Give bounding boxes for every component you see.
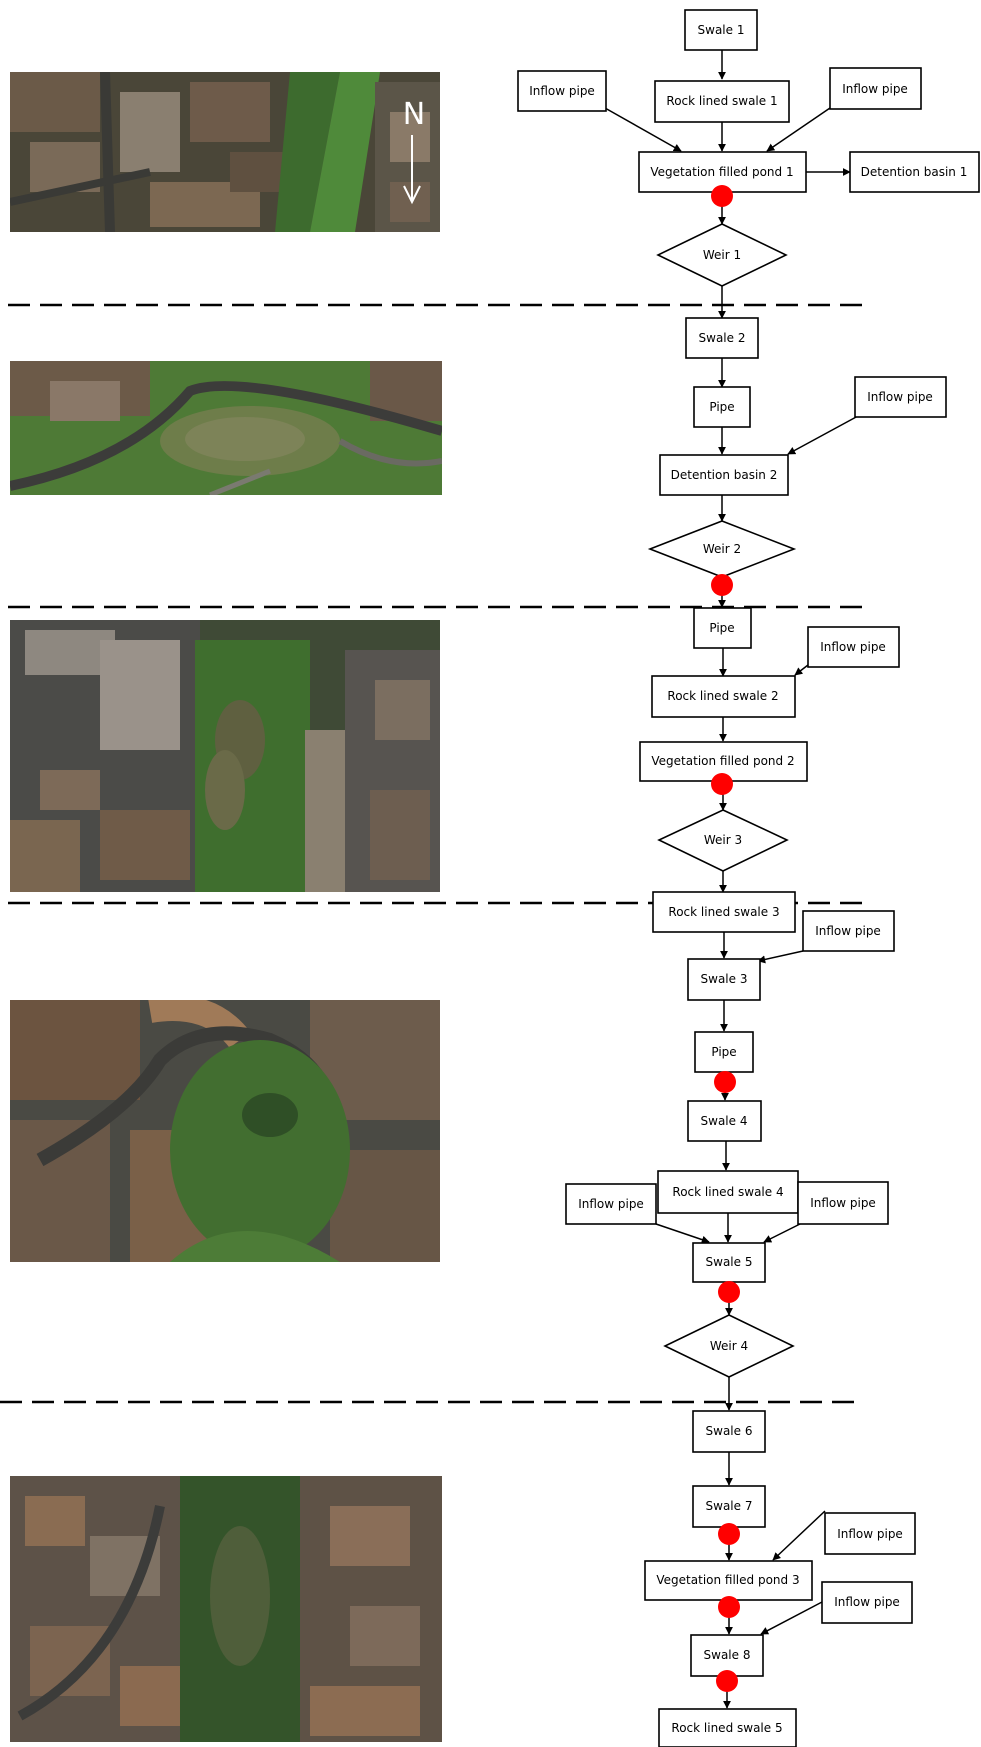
node-swale1: Swale 1 — [684, 9, 758, 51]
node-inflow5a: Inflow pipe — [565, 1183, 657, 1225]
node-inflow4: Inflow pipe — [802, 910, 895, 952]
node-pond2: Vegetation filled pond 2 — [639, 741, 808, 782]
node-pipe2: Pipe — [693, 607, 752, 649]
node-detention1: Detention basin 1 — [849, 151, 980, 193]
svg-text:Inflow pipe: Inflow pipe — [820, 640, 886, 654]
node-detention2: Detention basin 2 — [659, 454, 789, 496]
svg-text:Pipe: Pipe — [709, 621, 734, 635]
svg-text:Swale 3: Swale 3 — [701, 972, 748, 986]
node-pond3: Vegetation filled pond 3 — [644, 1560, 813, 1601]
node-inflow2: Inflow pipe — [854, 376, 947, 418]
svg-text:Vegetation filled pond 1: Vegetation filled pond 1 — [650, 165, 793, 179]
svg-text:Inflow pipe: Inflow pipe — [810, 1196, 876, 1210]
svg-text:Detention basin 1: Detention basin 1 — [861, 165, 968, 179]
node-inflow1b: Inflow pipe — [829, 67, 922, 110]
aerial-photo-1 — [10, 72, 440, 232]
aerial-photo-5 — [10, 1476, 442, 1742]
node-swale6: Swale 6 — [692, 1410, 766, 1453]
svg-text:Inflow pipe: Inflow pipe — [837, 1527, 903, 1541]
red-dot-icon — [718, 1523, 740, 1545]
node-swale2: Swale 2 — [685, 317, 759, 359]
north-arrow-icon: N — [403, 97, 425, 205]
svg-text:Rock lined swale 4: Rock lined swale 4 — [672, 1185, 783, 1199]
node-rockswale5: Rock lined swale 5 — [658, 1708, 797, 1747]
svg-text:Pipe: Pipe — [711, 1045, 736, 1059]
svg-text:Swale 8: Swale 8 — [704, 1648, 751, 1662]
svg-text:Pipe: Pipe — [709, 400, 734, 414]
node-swale3: Swale 3 — [687, 958, 761, 1001]
node-inflow1a: Inflow pipe — [517, 70, 607, 112]
node-weir2: Weir 2 — [647, 520, 797, 578]
svg-text:Inflow pipe: Inflow pipe — [842, 82, 908, 96]
svg-text:Rock lined swale 1: Rock lined swale 1 — [666, 94, 777, 108]
red-dot-icon — [711, 773, 733, 795]
node-pipe3: Pipe — [694, 1031, 754, 1073]
node-inflow5b: Inflow pipe — [797, 1181, 889, 1225]
node-weir1: Weir 1 — [656, 223, 788, 287]
red-dot-icon — [714, 1071, 736, 1093]
node-pipe1: Pipe — [693, 386, 751, 428]
node-rockswale2: Rock lined swale 2 — [651, 675, 796, 718]
node-swale8: Swale 8 — [690, 1634, 764, 1677]
svg-text:Swale 5: Swale 5 — [706, 1255, 753, 1269]
svg-text:Swale 1: Swale 1 — [698, 23, 745, 37]
svg-text:Inflow pipe: Inflow pipe — [529, 84, 595, 98]
flow-edges — [604, 50, 859, 1709]
node-weir4: Weir 4 — [663, 1314, 795, 1378]
node-rockswale4: Rock lined swale 4 — [657, 1170, 799, 1214]
aerial-photo-2 — [10, 361, 442, 495]
node-inflow6: Inflow pipe — [824, 1512, 916, 1555]
svg-text:Vegetation filled pond 2: Vegetation filled pond 2 — [651, 754, 794, 768]
red-dot-icon — [711, 185, 733, 207]
red-dot-icon — [718, 1596, 740, 1618]
node-swale7: Swale 7 — [692, 1485, 766, 1528]
svg-text:Weir 3: Weir 3 — [704, 833, 742, 847]
svg-text:Inflow pipe: Inflow pipe — [815, 924, 881, 938]
svg-text:Weir 1: Weir 1 — [703, 248, 741, 262]
svg-text:Inflow pipe: Inflow pipe — [578, 1197, 644, 1211]
node-rockswale1: Rock lined swale 1 — [654, 80, 790, 123]
red-dot-icon — [718, 1281, 740, 1303]
svg-text:Vegetation filled pond 3: Vegetation filled pond 3 — [656, 1573, 799, 1587]
node-swale4: Swale 4 — [687, 1100, 762, 1142]
red-dot-icon — [716, 1670, 738, 1692]
svg-text:Rock lined swale 3: Rock lined swale 3 — [668, 905, 779, 919]
aerial-photo-3 — [10, 620, 440, 892]
node-swale5: Swale 5 — [692, 1242, 766, 1283]
svg-text:Weir 4: Weir 4 — [710, 1339, 748, 1353]
aerial-photo-4 — [10, 1000, 440, 1262]
svg-text:Inflow pipe: Inflow pipe — [834, 1595, 900, 1609]
sampling-points — [711, 185, 740, 1692]
red-dot-icon — [711, 574, 733, 596]
svg-text:Detention basin 2: Detention basin 2 — [671, 468, 778, 482]
node-inflow7: Inflow pipe — [821, 1581, 913, 1624]
node-weir3: Weir 3 — [657, 809, 789, 872]
node-inflow3: Inflow pipe — [807, 626, 900, 668]
compass-label: N — [403, 97, 425, 132]
node-rockswale3: Rock lined swale 3 — [652, 891, 796, 933]
svg-text:Inflow pipe: Inflow pipe — [867, 390, 933, 404]
svg-text:Rock lined swale 2: Rock lined swale 2 — [667, 689, 778, 703]
svg-text:Swale 4: Swale 4 — [701, 1114, 748, 1128]
svg-text:Weir 2: Weir 2 — [703, 542, 741, 556]
svg-text:Rock lined swale 5: Rock lined swale 5 — [671, 1721, 782, 1735]
svg-text:Swale 6: Swale 6 — [706, 1424, 753, 1438]
svg-text:Swale 7: Swale 7 — [706, 1499, 753, 1513]
svg-text:Swale 2: Swale 2 — [699, 331, 746, 345]
